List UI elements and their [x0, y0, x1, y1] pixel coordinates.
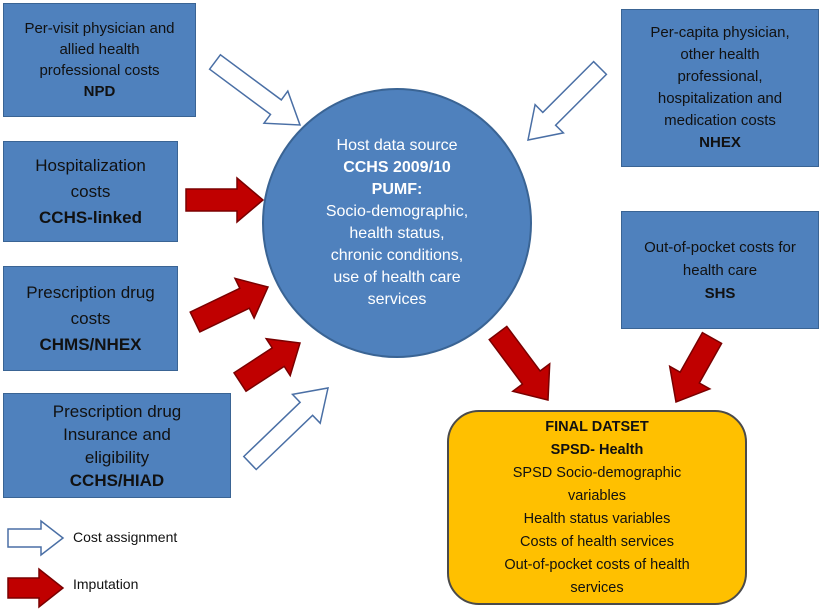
cost-assignment-arrow-nhex — [527, 60, 608, 141]
imputation-arrow-shs-to-final — [668, 331, 723, 404]
chms-nhex-source-box: Prescription drug costs CHMS/NHEX — [3, 266, 178, 371]
host-data-source-circle: Host data source CCHS 2009/10 PUMF: Soci… — [262, 88, 532, 358]
cost-assignment-arrow-hiad — [242, 387, 329, 471]
cchs-hiad-box-line: Insurance and — [63, 424, 171, 444]
final-dataset-title: FINAL DATSET — [545, 418, 649, 435]
legend-imputation-arrow — [7, 567, 65, 609]
shs-box-line: Out-of-pocket costs for — [644, 238, 796, 256]
host-subtitle: PUMF: — [371, 181, 423, 198]
chms-nhex-box-line: costs — [70, 308, 111, 328]
cchs-linked-source-box: Hospitalization costs CCHS-linked — [3, 141, 178, 242]
final-dataset-item: services — [570, 579, 624, 596]
nhex-source-label: NHEX — [699, 134, 741, 151]
cchs-hiad-box-line: eligibility — [84, 447, 150, 467]
host-line: chronic conditions, — [330, 247, 464, 264]
cost-assignment-arrow-npd — [208, 53, 302, 126]
imputation-arrow-host-to-final — [488, 325, 551, 401]
nhex-box-line: Per-capita physician, — [650, 24, 790, 41]
shs-box-line: health care — [682, 261, 758, 279]
legend-imputation-label: Imputation — [73, 576, 139, 592]
final-dataset-item: Costs of health services — [520, 533, 674, 550]
final-dataset-item: variables — [567, 487, 627, 504]
final-dataset-subtitle: SPSD- Health — [550, 441, 644, 458]
imputation-arrow-chms-nhex — [189, 277, 270, 333]
cchs-hiad-source-label: CCHS/HIAD — [69, 470, 165, 490]
shs-source-box: Out-of-pocket costs for health care SHS — [621, 211, 819, 329]
final-dataset-item: Out-of-pocket costs of health — [504, 556, 690, 573]
npd-source-label: NPD — [83, 83, 116, 100]
chms-nhex-box-line: Prescription drug — [26, 282, 155, 302]
npd-box-line: allied health — [59, 41, 140, 58]
final-dataset-item: SPSD Socio-demographic — [512, 464, 682, 481]
nhex-box-line: medication costs — [664, 112, 776, 129]
legend-cost-assignment-arrow — [7, 519, 65, 557]
cchs-linked-box-line: Hospitalization — [35, 155, 146, 175]
nhex-box-line: hospitalization and — [657, 90, 783, 107]
host-title: CCHS 2009/10 — [343, 159, 451, 176]
nhex-source-box: Per-capita physician, other health profe… — [621, 9, 819, 167]
imputation-arrow-hiad — [232, 337, 301, 393]
cchs-hiad-box-line: Prescription drug — [52, 401, 182, 421]
cchs-hiad-source-box: Prescription drug Insurance and eligibil… — [3, 393, 231, 498]
shs-source-label: SHS — [704, 284, 736, 302]
cchs-linked-source-label: CCHS-linked — [39, 207, 142, 227]
npd-box-line: professional costs — [39, 62, 160, 79]
host-line: health status, — [349, 225, 445, 242]
legend-cost-assignment-label: Cost assignment — [73, 529, 178, 545]
host-line: services — [367, 291, 427, 308]
chms-nhex-source-label: CHMS/NHEX — [39, 334, 142, 354]
host-line: Socio-demographic, — [325, 203, 469, 220]
host-line: use of health care — [333, 269, 461, 286]
nhex-box-line: other health — [680, 46, 760, 63]
host-line: Host data source — [336, 137, 458, 154]
final-dataset-item: Health status variables — [523, 510, 671, 527]
cchs-linked-box-line: costs — [70, 181, 111, 201]
imputation-arrow-cchs-linked — [185, 176, 265, 224]
npd-source-box: Per-visit physician and allied health pr… — [3, 3, 196, 117]
final-dataset-box: FINAL DATSET SPSD- Health SPSD Socio-dem… — [447, 410, 747, 605]
nhex-box-line: professional, — [677, 68, 763, 85]
npd-box-line: Per-visit physician and — [24, 20, 175, 37]
